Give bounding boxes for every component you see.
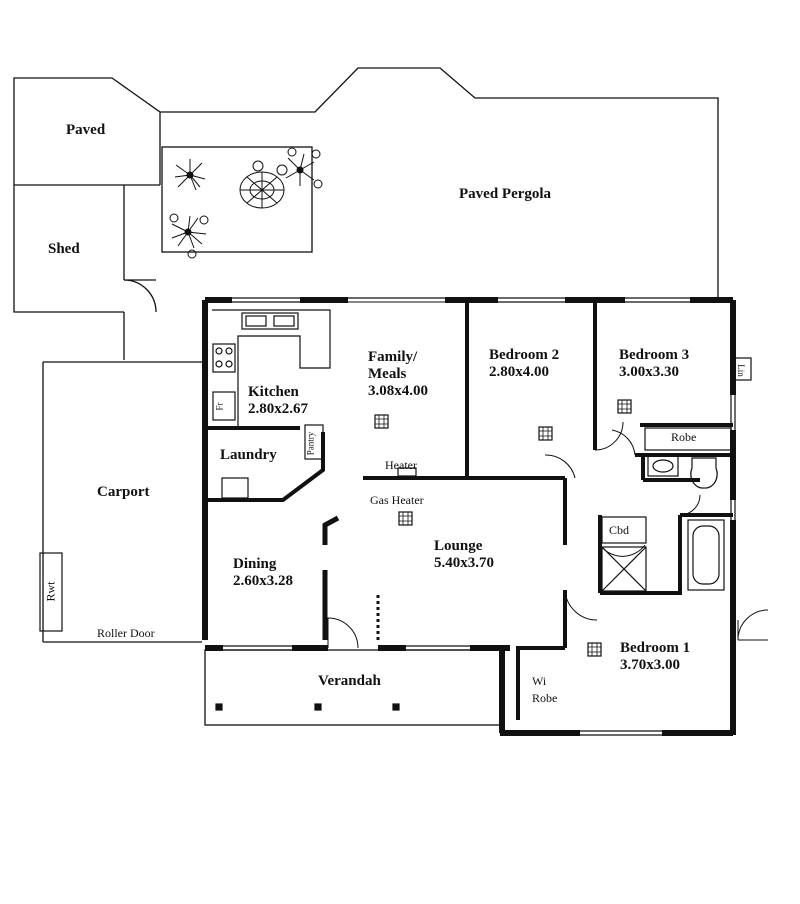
room-label-family: Family/	[368, 349, 418, 365]
pantry-label: Pantry	[305, 431, 316, 456]
roller-door-label: Roller Door	[97, 626, 155, 640]
interior-wall	[322, 515, 340, 545]
room-size-bedroom-1: 3.70x3.00	[620, 657, 680, 673]
door-swing	[544, 454, 576, 479]
room-label-meals: Meals	[368, 366, 407, 382]
room-label-shed: Shed	[48, 241, 80, 257]
verandah-post	[215, 703, 223, 711]
room-label-verandah: Verandah	[318, 673, 381, 689]
rwt-label: Rwt	[43, 581, 58, 602]
fixtures	[39, 309, 752, 711]
window	[232, 297, 690, 303]
heater-label: Heater	[385, 458, 417, 472]
door-swing	[564, 589, 598, 621]
bath-inner	[692, 525, 720, 585]
house-walls	[202, 297, 736, 736]
wi-label: Wi	[532, 674, 547, 688]
verandah-post	[314, 703, 322, 711]
window	[580, 730, 662, 736]
room-size-lounge: 5.40x3.70	[434, 555, 494, 571]
sink	[241, 312, 299, 330]
toilet	[690, 457, 718, 489]
shed-outline	[13, 185, 124, 313]
room-label-paved-pergola: Paved Pergola	[459, 186, 552, 202]
heater-unit	[397, 467, 417, 477]
shed-door-swing	[123, 279, 157, 313]
robe-label: Robe	[671, 430, 697, 444]
plant	[169, 213, 209, 259]
interior-wall	[600, 515, 682, 595]
cbd-cupboard	[601, 516, 647, 544]
room-size-kitchen: 2.80x2.67	[248, 401, 308, 417]
room-label-laundry: Laundry	[220, 447, 277, 463]
room-label-bedroom-3: Bedroom 3	[619, 347, 690, 363]
stove	[212, 343, 236, 373]
vent-icon	[617, 399, 632, 414]
plant	[285, 147, 323, 189]
door-swing	[679, 494, 701, 516]
interior-wall	[643, 478, 733, 517]
interior-wall	[593, 423, 733, 450]
basin	[647, 455, 679, 477]
room-size-bedroom-2: 2.80x4.00	[489, 364, 549, 380]
room-label-carport: Carport	[97, 484, 150, 500]
lin-cupboard	[734, 357, 752, 381]
interior-wall	[516, 646, 565, 720]
laundry-trough	[221, 477, 249, 499]
basin-bowl	[652, 459, 674, 473]
room-label-paved: Paved	[66, 122, 106, 138]
sink-bowl	[245, 315, 267, 327]
fridge-label: Fr	[214, 402, 225, 411]
vent-icon	[538, 426, 553, 441]
paved-outline	[13, 77, 161, 185]
plant	[174, 159, 206, 191]
doors	[68, 421, 769, 649]
room-label-lounge: Lounge	[434, 538, 483, 554]
cbd-label: Cbd	[609, 523, 630, 537]
plant	[239, 160, 288, 209]
door-swing	[737, 609, 769, 641]
bath	[687, 519, 725, 591]
shower	[601, 546, 647, 592]
kitchen-bench	[212, 309, 331, 428]
vent-icon	[374, 414, 389, 429]
room-label-bedroom-1: Bedroom 1	[620, 640, 691, 656]
room-label-dining: Dining	[233, 556, 277, 572]
vent-icon	[398, 511, 413, 526]
room-size-bedroom-3: 3.00x3.30	[619, 364, 679, 380]
garden-plants	[169, 147, 323, 259]
door-swing	[611, 429, 636, 456]
room-label-bedroom-2: Bedroom 2	[489, 347, 560, 363]
verandah-post	[392, 703, 400, 711]
pantry-cupboard	[304, 424, 324, 460]
door-swing	[594, 421, 624, 451]
vent-icon	[587, 642, 602, 657]
sink-bowl	[273, 315, 295, 327]
room-label-kitchen: Kitchen	[248, 384, 299, 400]
room-size-family-meals: 3.08x4.00	[368, 383, 428, 399]
robe-cupboard	[644, 427, 732, 451]
window	[223, 645, 470, 651]
garden-bed	[161, 146, 313, 253]
ceiling-vents	[374, 399, 632, 657]
gas-heater-label: Gas Heater	[370, 493, 424, 507]
window	[730, 395, 736, 520]
rwt-tank	[39, 552, 63, 632]
door-swing	[327, 617, 359, 649]
linen-label: Lin	[735, 364, 746, 377]
fridge	[212, 391, 236, 421]
pergola-outline	[160, 67, 719, 297]
wi-robe-label: Robe	[532, 691, 558, 705]
room-size-dining: 2.60x3.28	[233, 573, 293, 589]
